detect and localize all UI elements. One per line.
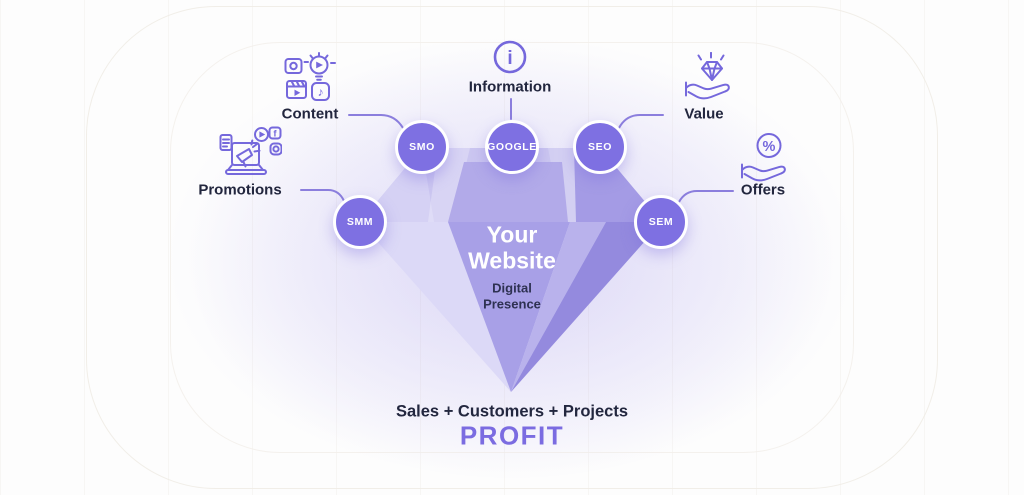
node-seo: SEO [573, 120, 627, 174]
promotions-label: Promotions [198, 181, 282, 199]
offers-icon: % [738, 132, 794, 190]
diamond-facet-crown-center [448, 162, 568, 222]
node-smo: SMO [395, 120, 449, 174]
information-label: Information [468, 78, 552, 96]
facebook-glyph: f [273, 129, 277, 140]
node-seo-label: SEO [588, 141, 612, 153]
profit-result: PROFIT [459, 420, 565, 451]
connector-offers-sem [678, 190, 734, 203]
promotions-icon: f [219, 126, 283, 188]
profit-formula: Sales + Customers + Projects [395, 402, 629, 421]
connector-content-smo [348, 114, 404, 129]
gem-title: Your Website [468, 221, 556, 273]
offers-label: Offers [740, 181, 786, 199]
connector-promotions-smm [300, 189, 345, 202]
content-label: Content [281, 105, 339, 123]
gem-subtitle: Digital Presence [483, 280, 541, 311]
music-note-glyph: ♪ [318, 85, 324, 99]
node-google: GOOGLE [485, 120, 539, 174]
value-icon [684, 51, 738, 107]
node-sem: SEM [634, 195, 688, 249]
value-label: Value [684, 105, 724, 123]
node-google-label: GOOGLE [487, 141, 537, 153]
diamond-facet-pavilion-center [448, 222, 570, 392]
node-smo-label: SMO [409, 141, 435, 153]
content-icon: ♪ [284, 52, 342, 111]
node-sem-label: SEM [648, 216, 674, 228]
node-smm: SMM [333, 195, 387, 249]
connector-value-seo [618, 114, 664, 129]
diamond-facet-pavilion-right-dark [511, 222, 662, 392]
node-smm-label: SMM [346, 216, 374, 228]
information-icon: i [492, 39, 528, 80]
information-glyph: i [507, 48, 512, 69]
percent-glyph: % [763, 139, 776, 155]
